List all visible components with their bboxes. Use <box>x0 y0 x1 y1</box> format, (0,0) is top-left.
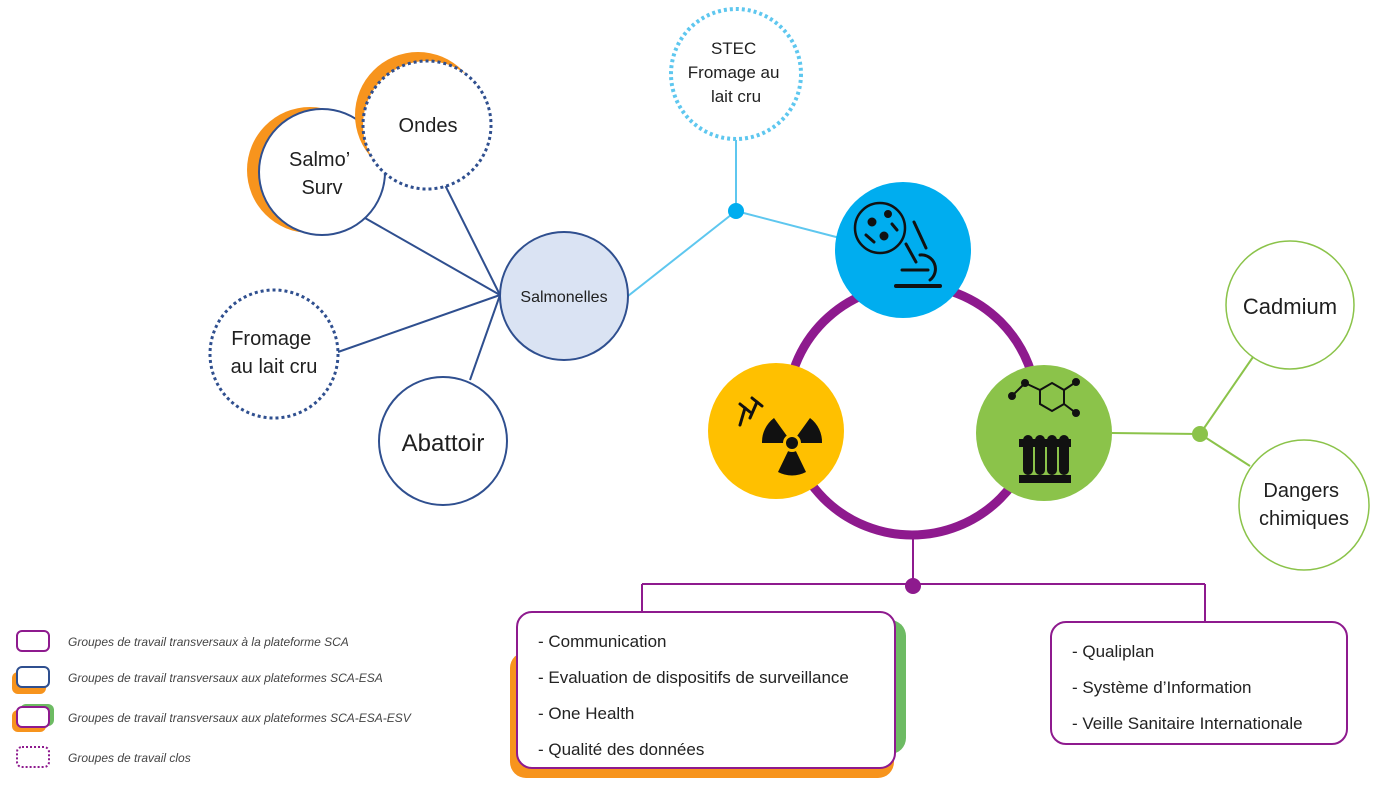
node-salmonelles: Salmonelles <box>499 231 629 361</box>
node-fromage-left: Fromage au lait cru <box>208 288 340 420</box>
box-right: - Qualiplan - Système d’Information - Ve… <box>1050 621 1348 745</box>
node-radioactivity <box>708 363 844 499</box>
box-right-item-1: - Qualiplan <box>1072 642 1155 661</box>
salmo-surv-line-2: Surv <box>301 177 342 199</box>
box-left-item-2: - Evaluation de dispositifs de surveilla… <box>538 668 849 687</box>
box-left-item-4: - Qualité des données <box>538 740 705 759</box>
dangers-line-1: Dangers <box>1263 480 1339 502</box>
salmonelles-label: Salmonelles <box>520 289 607 306</box>
legend-row-sca-esa-esv: Groupes de travail transversaux aux plat… <box>12 704 411 732</box>
svg-text:Salmo’ Surv: Salmo’ Surv <box>289 149 355 199</box>
legend-label-sca-esa-esv: Groupes de travail transversaux aux plat… <box>68 711 411 725</box>
legend-swatch-sca <box>16 630 52 654</box>
node-abattoir: Abattoir <box>378 376 508 506</box>
node-salmo-surv: Salmo’ Surv <box>247 107 386 236</box>
dangers-line-2: chimiques <box>1259 508 1349 530</box>
legend-swatch-clos <box>16 746 52 770</box>
stec-line-3: lait cru <box>711 87 761 106</box>
ondes-label: Ondes <box>399 115 458 137</box>
fromage-left-line-2: au lait cru <box>231 356 318 378</box>
cadmium-label: Cadmium <box>1243 294 1337 319</box>
salmo-surv-line-1: Salmo’ <box>289 149 350 171</box>
box-left-item-3: - One Health <box>538 704 635 723</box>
svg-text:Fromage au lait cru: Fromage au lait cru <box>231 328 318 378</box>
legend-label-sca-esa: Groupes de travail transversaux aux plat… <box>68 671 383 685</box>
node-microbiology <box>835 182 971 318</box>
box-left: - Communication - Evaluation de disposit… <box>516 611 896 769</box>
legend-label-clos: Groupes de travail clos <box>68 751 191 765</box>
stec-hub-dot <box>728 203 744 219</box>
box-right-item-3: - Veille Sanitaire Internationale <box>1072 714 1303 733</box>
stec-connectors <box>627 140 841 297</box>
radiation-icon <box>738 396 823 476</box>
abattoir-label: Abattoir <box>402 430 485 457</box>
legend-row-sca: Groupes de travail transversaux à la pla… <box>16 629 349 655</box>
node-cadmium: Cadmium <box>1225 240 1355 370</box>
chemistry-connectors <box>1111 356 1254 467</box>
salmonelles-connectors <box>337 184 501 381</box>
node-chemistry <box>976 365 1112 501</box>
legend-row-clos: Groupes de travail clos <box>16 745 191 771</box>
legend-row-sca-esa: Groupes de travail transversaux aux plat… <box>12 665 383 694</box>
legend-swatch-sca-esa-esv <box>12 704 54 732</box>
test-tubes-icon <box>1008 378 1080 483</box>
svg-text:Dangers chimiques: Dangers chimiques <box>1259 480 1349 530</box>
box-left-item-1: - Communication <box>538 632 667 651</box>
legend-label-sca: Groupes de travail transversaux à la pla… <box>68 635 349 649</box>
stec-line-1: STEC <box>711 39 756 58</box>
fromage-left-line-1: Fromage <box>231 328 311 350</box>
box-right-item-2: - Système d’Information <box>1072 678 1252 697</box>
tree-connectors <box>641 538 1206 622</box>
stec-line-2: Fromage au <box>688 63 780 82</box>
node-stec: STEC Fromage au lait cru <box>669 7 803 141</box>
node-dangers-chimiques: Dangers chimiques <box>1238 439 1370 571</box>
microscope-icon <box>853 201 942 288</box>
svg-text:STEC Fromage au la: STEC Fromage au lait cru <box>688 39 784 106</box>
chemistry-hub-dot <box>1192 426 1208 442</box>
legend-swatch-sca-esa <box>12 666 52 694</box>
node-ondes: Ondes <box>355 52 493 191</box>
tree-hub-dot <box>905 578 921 594</box>
